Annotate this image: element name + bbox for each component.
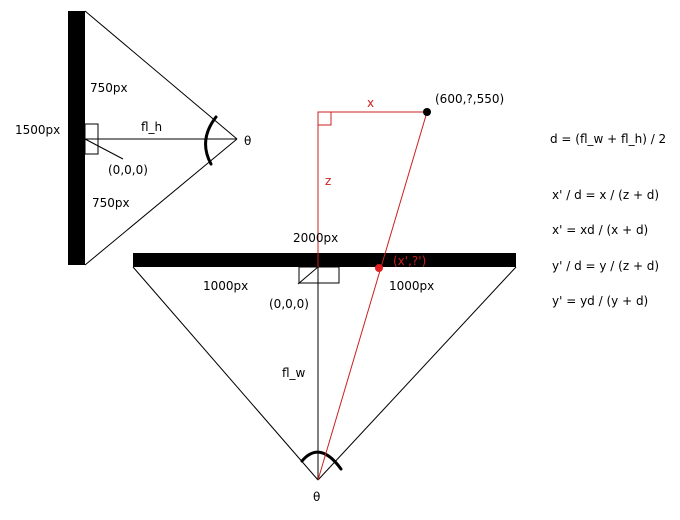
equation-x-solved: x' = xd / (x + d): [552, 223, 649, 237]
equation-d: d = (fl_w + fl_h) / 2: [550, 132, 667, 146]
side-lower-edge: [84, 138, 238, 266]
side-origin-pointer: [84, 138, 124, 160]
side-upper-half-label: 750px: [90, 81, 128, 95]
z-distance-label: z: [325, 174, 332, 188]
x-distance-label: x: [367, 96, 375, 110]
side-angle-arc: [204, 115, 218, 166]
projected-point-label: (x',?'): [393, 254, 427, 268]
top-origin-pointer: [297, 266, 319, 285]
side-height-label: 1500px: [15, 123, 61, 137]
top-focal-label: fl_w: [282, 366, 306, 380]
top-width-label: 2000px: [293, 231, 339, 245]
top-origin-box: [298, 266, 340, 284]
side-lower-half-label: 750px: [92, 196, 130, 210]
top-angle-arc: [300, 450, 343, 471]
top-left-edge: [132, 266, 319, 481]
side-focal-label: fl_h: [141, 120, 163, 134]
top-right-half-label: 1000px: [389, 279, 435, 293]
top-right-edge: [317, 266, 517, 481]
side-origin-label: (0,0,0): [108, 163, 148, 177]
top-left-half-label: 1000px: [203, 279, 249, 293]
right-angle-marker: [317, 111, 332, 126]
equation-y-ratio: y' / d = y / (z + d): [552, 259, 660, 273]
side-angle-label: θ: [244, 134, 252, 148]
side-screen-bar: [68, 11, 85, 265]
top-screen-bar: [133, 253, 516, 267]
world-point-label: (600,?,550): [435, 92, 505, 106]
top-origin-label: (0,0,0): [269, 297, 309, 311]
equation-x-ratio: x' / d = x / (z + d): [552, 188, 660, 202]
projection-ray: [317, 111, 428, 481]
side-upper-edge: [84, 10, 238, 140]
equation-y-solved: y' = yd / (y + d): [552, 294, 649, 308]
projected-point-dot: [375, 264, 383, 272]
world-point-dot: [423, 108, 431, 116]
top-angle-label: θ: [313, 490, 321, 504]
